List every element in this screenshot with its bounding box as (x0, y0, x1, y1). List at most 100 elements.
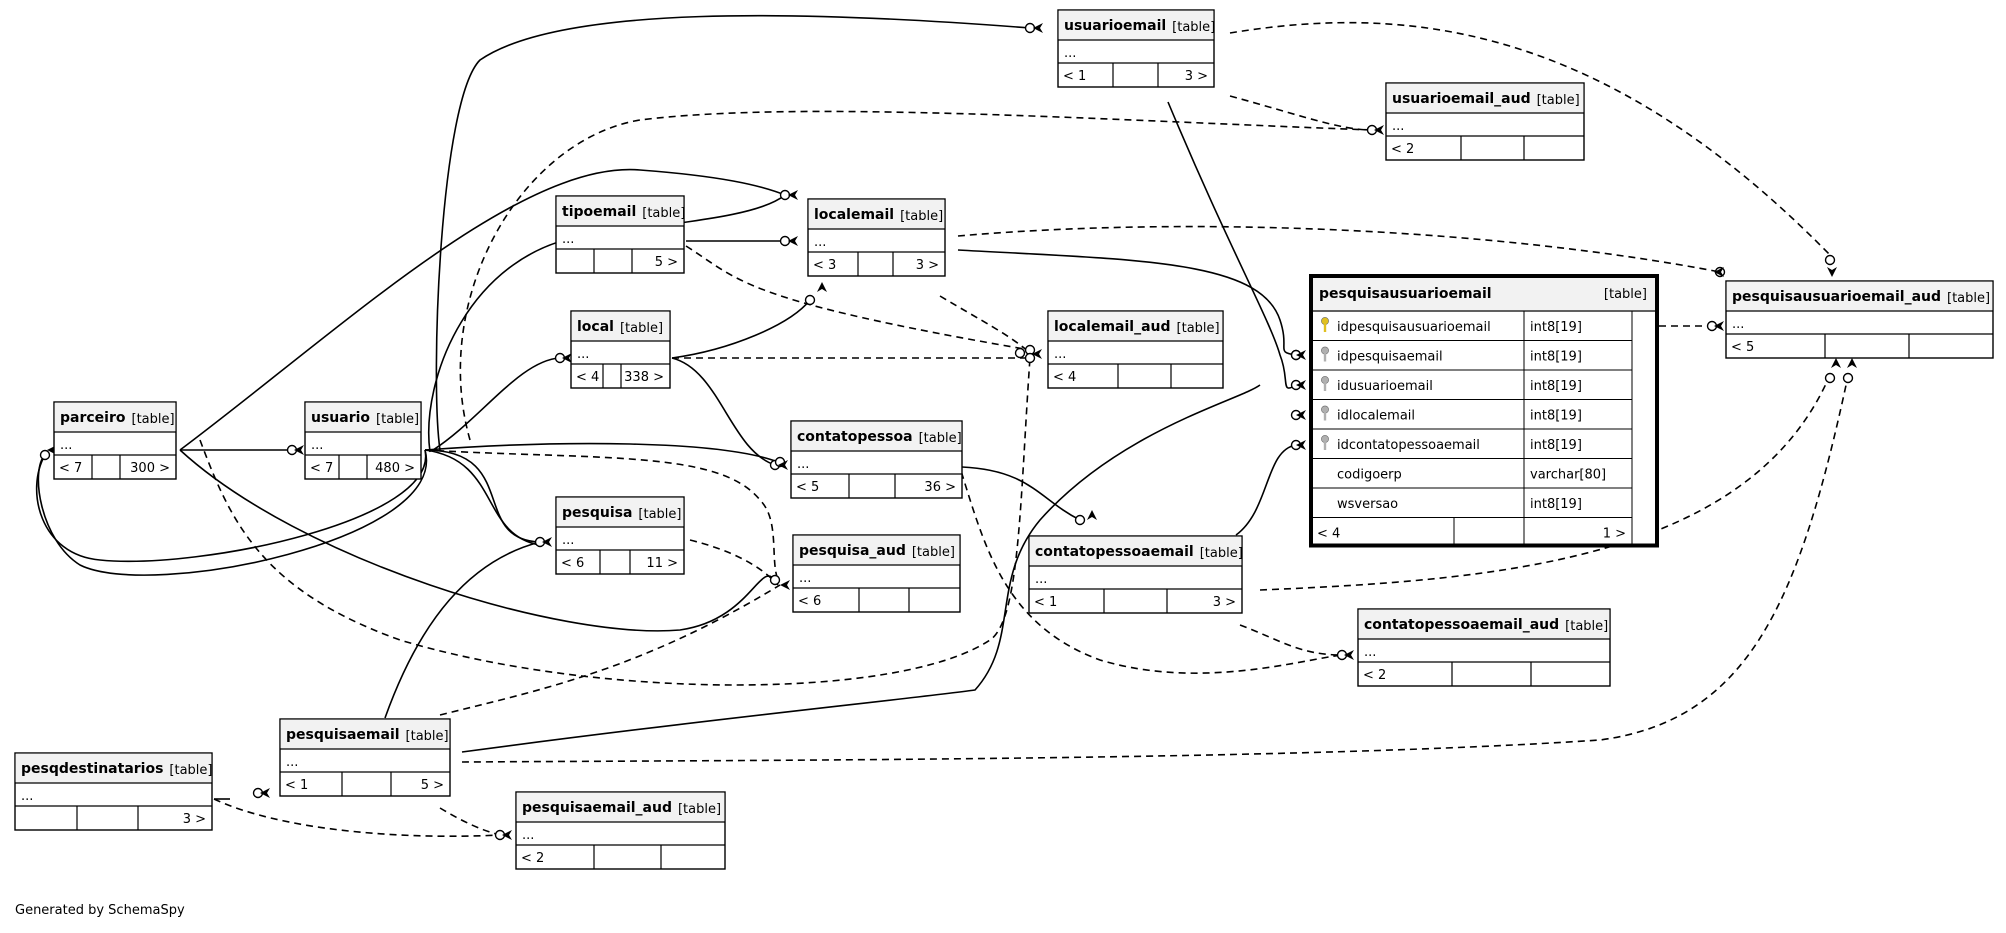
table-header-bg (556, 497, 684, 527)
crowfoot-arrow-icon (294, 445, 304, 455)
nav-parents: < 4 (576, 370, 599, 385)
crowfoot-arrow-icon (1033, 23, 1043, 33)
nav-parents: < 1 (285, 778, 308, 793)
relationship-edge (461, 384, 1261, 753)
nav-parents: < 3 (813, 258, 836, 273)
column-ellipsis: ... (21, 789, 33, 804)
relationship-endpoint (39, 449, 51, 461)
table-title: pesquisaemail (286, 727, 400, 743)
table-type-label: [table] (1172, 20, 1215, 35)
table-contatopessoaemail_aud[interactable]: contatopessoaemail_aud[table]...< 2 (1357, 608, 1611, 687)
nav-children: 300 > (130, 461, 170, 476)
crowfoot-arrow-icon (562, 353, 572, 363)
crowfoot-arrow-icon (1296, 350, 1306, 360)
relationship-edge (424, 449, 541, 543)
table-header-bg (793, 535, 960, 565)
nav-parents: < 1 (1034, 595, 1057, 610)
table-pesqdestinatarios[interactable]: pesqdestinatarios[table]...3 > (14, 752, 213, 831)
table-title: pesquisausuarioemail_aud (1732, 289, 1941, 305)
nav-parents: < 7 (310, 461, 333, 476)
implied-relationship-edge (439, 807, 501, 836)
nav-children: 480 > (375, 461, 415, 476)
crowfoot-arrow-icon (1032, 349, 1042, 359)
table-type-label: [table] (1200, 546, 1243, 561)
table-header-bg (305, 402, 421, 432)
crowfoot-arrow-icon (1831, 358, 1841, 368)
table-title: pesquisaemail_aud (522, 800, 672, 816)
column-ellipsis: ... (797, 457, 809, 472)
nav-parents: < 4 (1317, 527, 1340, 542)
table-pesquisa_aud[interactable]: pesquisa_aud[table]...< 6 (792, 534, 961, 613)
relationship-edge (432, 357, 561, 451)
relationship-edge (35, 449, 427, 563)
table-title: pesquisa (562, 505, 632, 521)
table-localemail_aud[interactable]: localemail_aud[table]...< 4 (1047, 310, 1224, 389)
nav-parents: < 5 (796, 480, 819, 495)
table-header-bg (1313, 278, 1655, 310)
column-ellipsis: ... (286, 755, 298, 770)
table-title: localemail (814, 207, 894, 223)
relationship-endpoint (769, 574, 781, 586)
table-usuarioemail_aud[interactable]: usuarioemail_aud[table]...< 2 (1385, 82, 1585, 161)
implied-relationship-edge (213, 798, 501, 838)
table-pesquisausuarioemail[interactable]: pesquisausuarioemail[table]idpesquisausu… (1309, 274, 1659, 548)
relationship-edge (957, 249, 1297, 356)
table-title: contatopessoaemail (1035, 544, 1194, 560)
table-pesquisausuarioemail_aud[interactable]: pesquisausuarioemail_aud[table]...< 5 (1725, 280, 1994, 359)
column-type: int8[19] (1530, 409, 1582, 424)
relationship-edge (435, 14, 1031, 451)
nav-parents: < 5 (1731, 340, 1754, 355)
table-type-label: [table] (919, 431, 962, 446)
relationship-edge (179, 168, 786, 451)
column-ellipsis: ... (814, 235, 826, 250)
table-header-bg (1386, 83, 1584, 113)
column-ellipsis: ... (1054, 347, 1066, 362)
table-type-label: [table] (620, 321, 663, 336)
table-type-label: [table] (678, 802, 721, 817)
relationship-edge (1235, 444, 1297, 536)
nav-children: 3 > (916, 258, 939, 273)
column-ellipsis: ... (522, 828, 534, 843)
relationship-endpoint (1824, 254, 1836, 266)
table-type-label: [table] (1565, 619, 1608, 634)
table-title: localemail_aud (1054, 319, 1171, 335)
column-type: varchar[80] (1530, 468, 1606, 483)
relationship-endpoint (1824, 372, 1836, 384)
nav-children: 5 > (421, 778, 444, 793)
table-header-bg (516, 792, 725, 822)
nav-parents: < 2 (1391, 142, 1414, 157)
column-type: int8[19] (1530, 497, 1582, 512)
column-ellipsis: ... (1064, 46, 1076, 61)
table-tipoemail[interactable]: tipoemail[table]...5 > (555, 195, 685, 274)
table-pesquisaemail_aud[interactable]: pesquisaemail_aud[table]...< 2 (515, 791, 726, 870)
table-type-label: [table] (642, 206, 685, 221)
table-header-bg (571, 311, 670, 341)
crowfoot-arrow-icon (502, 830, 512, 840)
relationship-edge (1167, 101, 1297, 389)
focus-table-frame (1309, 274, 1659, 548)
implied-relationship-edge (689, 539, 779, 586)
table-header-bg (15, 753, 212, 783)
primary-key-icon (1321, 317, 1329, 332)
crowfoot-arrow-icon (1296, 440, 1306, 450)
relationship-endpoint (1074, 514, 1086, 526)
table-title: pesqdestinatarios (21, 761, 163, 777)
nav-children: 3 > (183, 812, 206, 827)
relationship-edges (35, 14, 1857, 841)
column-name: idpesquisaemail (1337, 350, 1443, 365)
table-type-label: [table] (1604, 287, 1647, 302)
table-type-label: [table] (1177, 321, 1220, 336)
relationship-edge (37, 449, 428, 576)
table-type-label: [table] (638, 507, 681, 522)
implied-relationship-edge (1229, 21, 1831, 256)
